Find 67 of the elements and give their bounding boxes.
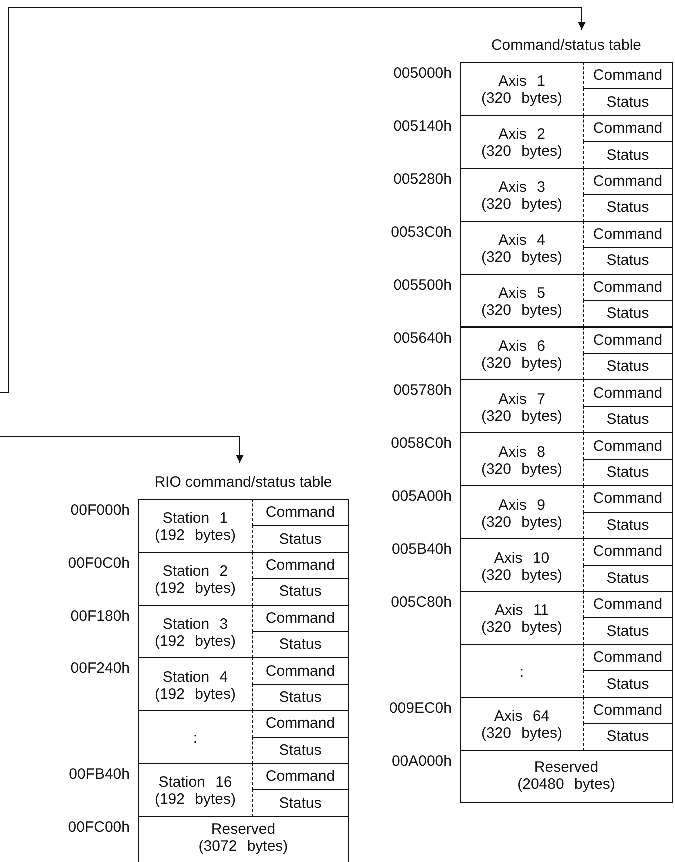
- command-area: Command: [583, 644, 673, 672]
- address-label: 00F240h: [70, 660, 130, 678]
- address-label: 005140h: [392, 118, 452, 135]
- table-title: Command/status table: [490, 37, 643, 54]
- command-area: Command: [252, 710, 349, 738]
- status-area: Status: [583, 141, 673, 169]
- command-area: Command: [252, 552, 349, 580]
- command-area: Command: [583, 485, 673, 513]
- address-label: 00F180h: [70, 608, 130, 625]
- status-area: Status: [252, 789, 349, 817]
- address-label: 005780h: [392, 382, 452, 400]
- reserved-area: Reserved (20480 bytes): [460, 750, 673, 803]
- status-area: Status: [583, 406, 673, 434]
- address-label: 00A000h: [390, 752, 452, 770]
- command-area: Command: [252, 763, 349, 790]
- status-area: Status: [583, 564, 673, 592]
- status-area: Status: [252, 525, 349, 553]
- memory-block: Axis 6 (320 bytes): [460, 326, 584, 380]
- status-area: Status: [252, 578, 349, 606]
- command-area: Command: [583, 168, 673, 196]
- command-area: Command: [583, 538, 673, 566]
- status-area: Status: [252, 684, 349, 712]
- address-label: 0058C0h: [390, 435, 452, 452]
- address-label: 009EC0h: [388, 700, 452, 717]
- status-area: Status: [583, 88, 673, 116]
- address-label: 0053C0h: [390, 224, 452, 241]
- status-area: Status: [583, 247, 673, 275]
- command-area: Command: [583, 326, 673, 354]
- address-label: 005A00h: [390, 488, 452, 506]
- address-label: 005000h: [392, 65, 452, 82]
- address-label: 00F000h: [70, 502, 130, 519]
- memory-block: Axis 5 (320 bytes): [460, 274, 584, 328]
- command-area: Command: [583, 379, 673, 407]
- command-area: Command: [583, 62, 673, 90]
- command-area: Command: [583, 591, 673, 618]
- status-area: Status: [583, 194, 673, 222]
- address-label: 005500h: [392, 276, 452, 294]
- status-area: Status: [583, 617, 673, 645]
- address-label: 005640h: [392, 330, 452, 346]
- status-area: Status: [252, 736, 349, 764]
- address-label: 00F0C0h: [67, 554, 130, 572]
- status-area: Status: [583, 723, 673, 751]
- status-area: Status: [583, 512, 673, 540]
- status-area: Status: [252, 631, 349, 658]
- reserved-area: Reserved (3072 bytes): [138, 816, 349, 862]
- status-area: Status: [583, 352, 673, 380]
- address-label: 005B40h: [390, 541, 452, 558]
- command-area: Command: [583, 696, 673, 724]
- memory-block: Axis 1 (320 bytes): [460, 62, 584, 116]
- command-area: Command: [252, 604, 349, 632]
- arrow: [0, 436, 244, 464]
- arrow: [0, 8, 586, 394]
- command-area: Command: [252, 657, 349, 685]
- memory-block: Station 1 (192 bytes): [138, 499, 253, 553]
- table-title: RIO command/status table: [154, 474, 334, 491]
- status-area: Status: [583, 300, 673, 328]
- command-area: Command: [583, 220, 673, 248]
- address-label: 00FB40h: [68, 766, 130, 783]
- address-label: 005280h: [392, 170, 452, 188]
- command-area: Command: [252, 499, 349, 526]
- status-area: Status: [583, 670, 673, 698]
- address-label: 00FC00h: [67, 818, 130, 836]
- status-area: Status: [583, 458, 673, 486]
- command-area: Command: [583, 274, 673, 302]
- command-area: Command: [583, 114, 673, 142]
- command-area: Command: [583, 432, 673, 460]
- address-label: 005C80h: [390, 594, 452, 611]
